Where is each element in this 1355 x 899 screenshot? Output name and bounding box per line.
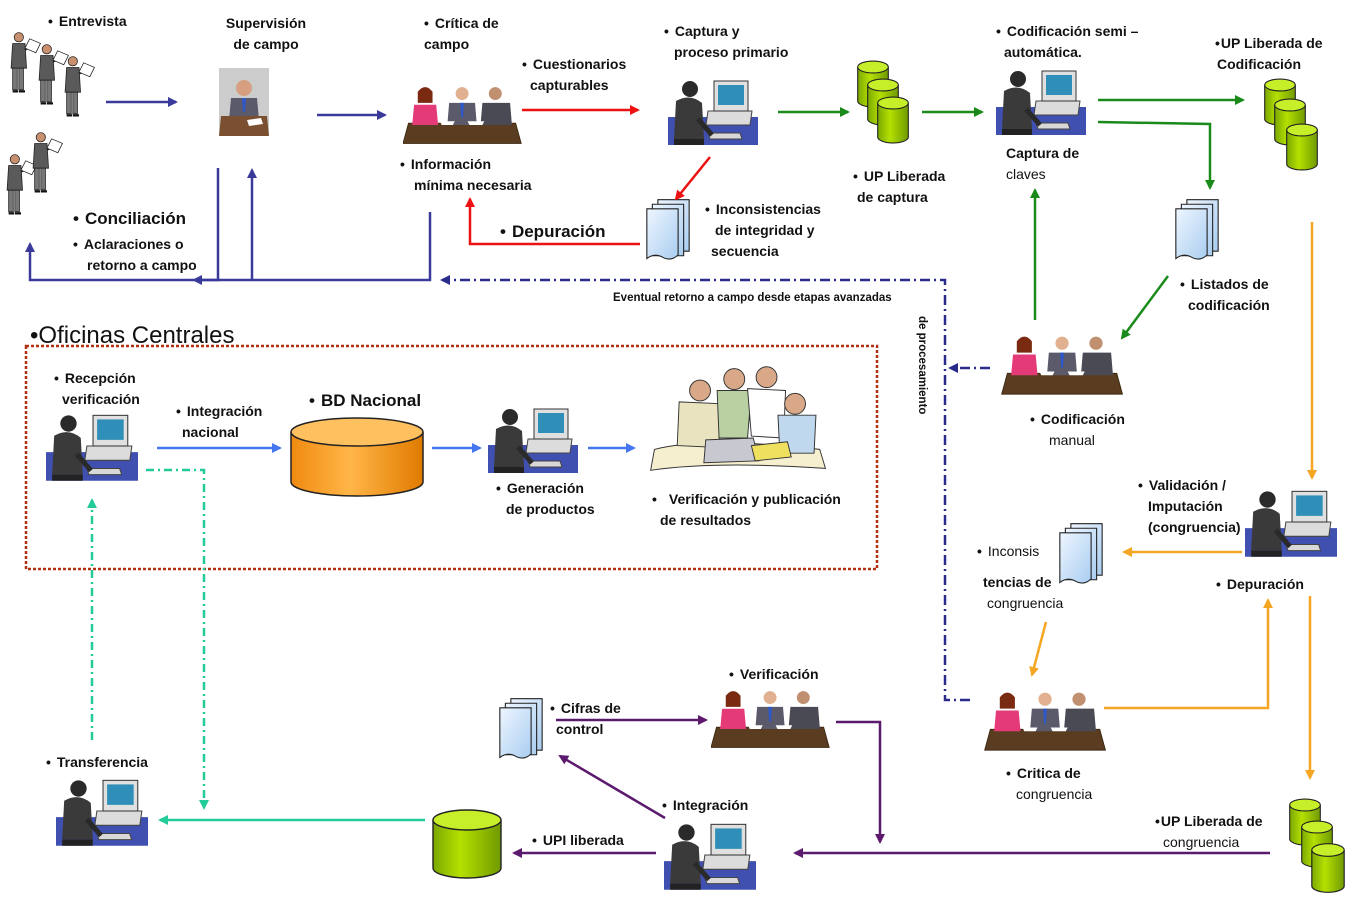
arrow-verificacion-to-integracion xyxy=(836,720,885,844)
database-icon xyxy=(290,417,424,497)
database-icon xyxy=(857,60,909,144)
label-oficinas-centrales: •Oficinas Centrales xyxy=(30,322,235,349)
arrow-integracion-to-cifras xyxy=(558,754,666,820)
meeting-icon xyxy=(984,692,1106,751)
computer-icon xyxy=(664,824,756,889)
label-entrevista: •Entrevista xyxy=(48,13,127,29)
label-conciliacion: •Conciliación xyxy=(73,209,187,228)
computer-icon xyxy=(668,81,758,145)
arrow-critica-to-return xyxy=(192,212,432,285)
computer-icon xyxy=(1245,491,1337,556)
arrow-captura-to-inconsistencias xyxy=(674,156,711,201)
label-verificacion: •Verificación xyxy=(729,666,819,682)
label-depuracion-top: •Depuración xyxy=(500,222,606,241)
label-inconsistencias-congruencia: •Inconsis tencias de congruencia xyxy=(977,543,1064,611)
database-icon xyxy=(432,809,502,879)
document-icon xyxy=(1059,523,1103,584)
arrow-codificacion-to-listados xyxy=(1097,120,1215,190)
arrow-recepcion-to-transferencia xyxy=(146,468,209,810)
label-de-procesamiento: de procesamiento xyxy=(916,316,928,415)
supervisor-icon xyxy=(219,68,269,136)
document-icon xyxy=(1175,199,1219,260)
document-icon xyxy=(646,199,690,260)
database-icon xyxy=(1289,798,1345,893)
meeting-icon xyxy=(1001,336,1123,395)
team-icon xyxy=(650,366,826,471)
computer-icon xyxy=(46,415,138,480)
arrow-inconsistencias-to-critica xyxy=(1029,621,1048,677)
computer-icon xyxy=(56,780,148,845)
arrow-critica-to-depuracion xyxy=(1104,598,1273,710)
meeting-icon xyxy=(711,690,830,748)
arrow-eventual-return xyxy=(440,275,970,702)
label-upi-liberada: •UPI liberada xyxy=(532,832,624,848)
label-eventual-retorno: Eventual retorno a campo desde etapas av… xyxy=(613,292,892,304)
computer-icon xyxy=(488,409,578,473)
oficinas-centrales-frame xyxy=(24,344,879,571)
database-icon xyxy=(1264,78,1318,171)
label-validacion: •Validación /Imputación(congruencia) xyxy=(1138,477,1241,535)
label-transferencia: •Transferencia xyxy=(46,754,148,770)
computer-icon xyxy=(996,71,1086,135)
label-codificacion-semi: •Codificación semi –automática. xyxy=(996,23,1139,60)
meeting-icon xyxy=(403,86,522,144)
document-icon xyxy=(499,698,543,759)
label-depuracion-right: •Depuración xyxy=(1216,576,1304,592)
label-integracion: •Integración xyxy=(662,797,749,813)
arrow-listados-to-manual xyxy=(1120,275,1170,340)
label-bd-nacional: •BD Nacional xyxy=(309,391,422,410)
arrow-depuracion-to-critica xyxy=(465,197,640,246)
arrow-return-to-interview xyxy=(25,168,220,282)
interviewer-icon xyxy=(5,31,96,215)
